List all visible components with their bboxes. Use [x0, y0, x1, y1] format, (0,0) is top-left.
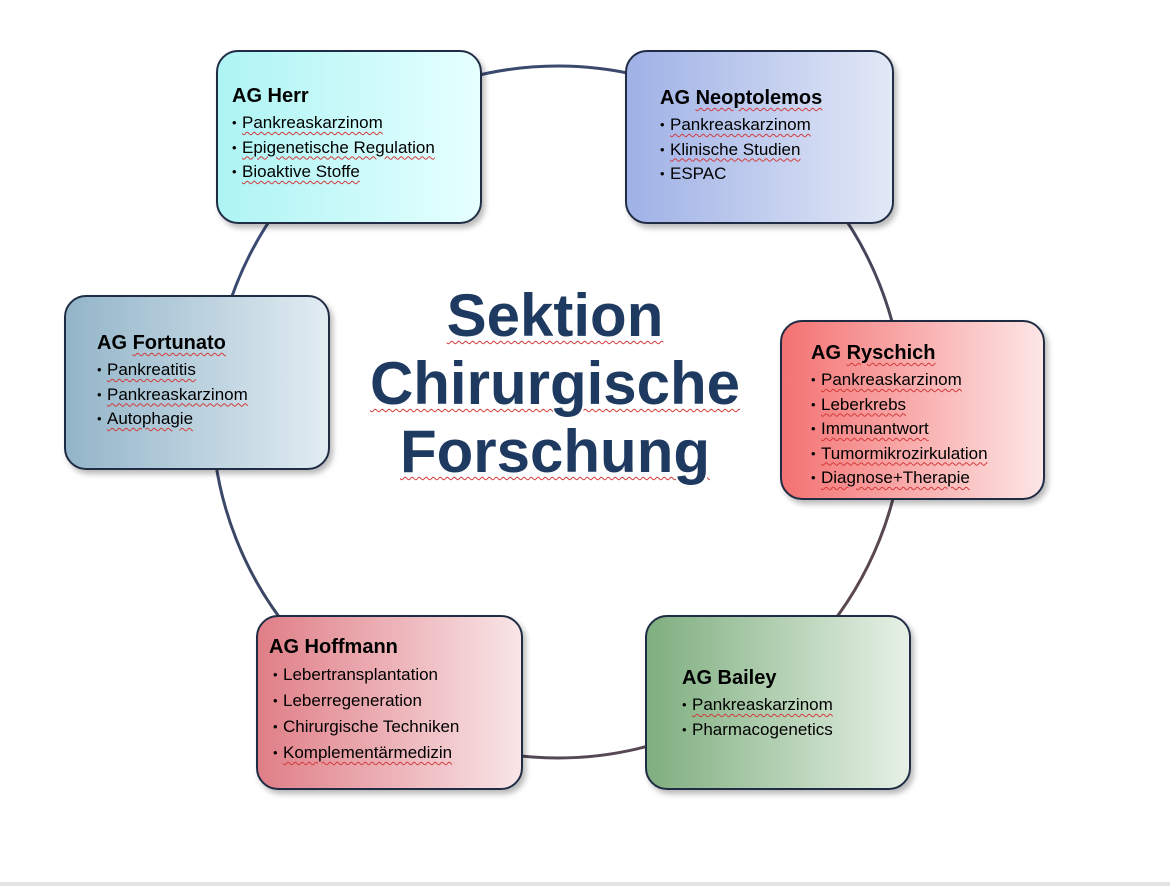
topic-item: •Leberregeneration — [273, 688, 521, 714]
bullet-icon: • — [97, 386, 102, 402]
group-name: AG Herr — [232, 85, 309, 107]
topic-item: •Epigenetische Regulation — [232, 136, 480, 161]
bullet-icon: • — [273, 719, 278, 734]
topic-list: •Lebertransplantation •Leberregeneration… — [269, 662, 521, 766]
topic-list: •Pankreaskarzinom •Klinische Studien •ES… — [660, 113, 892, 187]
group-name: AG Fortunato — [97, 332, 226, 354]
bullet-icon: • — [811, 421, 816, 436]
topic-item: •Pankreaskarzinom — [660, 113, 892, 138]
topic-item: •Leberkrebs — [811, 393, 1043, 418]
topic-item: •Klinische Studien — [660, 138, 892, 163]
bottom-divider — [0, 882, 1170, 886]
bullet-icon: • — [660, 141, 665, 157]
topic-item: •Diagnose+Therapie — [811, 466, 1043, 491]
bullet-icon: • — [682, 697, 687, 712]
group-name: AG Neoptolemos — [660, 87, 823, 109]
topic-item: •Immunantwort — [811, 417, 1043, 442]
topic-list: •Pankreatitis •Pankreaskarzinom •Autopha… — [97, 358, 328, 432]
topic-item: •Pankreaskarzinom — [811, 368, 1043, 393]
group-box-bailey: AG Bailey •Pankreaskarzinom •Pharmacogen… — [645, 615, 911, 790]
bullet-icon: • — [97, 411, 102, 426]
bullet-icon: • — [682, 721, 687, 737]
bullet-icon: • — [232, 164, 237, 179]
bullet-icon: • — [660, 166, 665, 181]
bullet-icon: • — [660, 117, 665, 132]
title-line-3: Forschung — [400, 418, 710, 485]
topic-item: •Pankreaskarzinom — [97, 383, 328, 408]
bullet-icon: • — [273, 667, 278, 682]
topic-item: •Pankreaskarzinom — [682, 693, 909, 718]
topic-list: •Pankreaskarzinom •Pharmacogenetics — [682, 693, 909, 742]
group-name-text: Ryschich — [846, 342, 936, 364]
topic-item: •ESPAC — [660, 162, 892, 187]
group-name-text: Fortunato — [132, 332, 226, 354]
bullet-icon: • — [232, 115, 237, 130]
group-box-fortunato: AG Fortunato •Pankreatitis •Pankreaskarz… — [64, 295, 330, 470]
group-name: AG Bailey — [682, 667, 777, 689]
topic-item: •Chirurgische Techniken — [273, 714, 521, 740]
group-name: AG Ryschich — [811, 342, 936, 364]
title-line-2: Chirurgische — [369, 350, 741, 417]
diagram-title: Sektion Chirurgische Forschung — [330, 282, 780, 486]
group-name: AG Hoffmann — [269, 636, 398, 658]
bullet-icon: • — [811, 372, 816, 387]
topic-item: •Autophagie — [97, 407, 328, 432]
topic-list: •Pankreaskarzinom •Epigenetische Regulat… — [232, 111, 480, 185]
bullet-icon: • — [811, 445, 816, 461]
title-line-1: Sektion — [446, 282, 664, 349]
topic-item: •Pankreaskarzinom — [232, 111, 480, 136]
group-name-text: Neoptolemos — [695, 87, 823, 109]
group-box-hoffmann: AG Hoffmann •Lebertransplantation •Leber… — [256, 615, 523, 790]
group-box-herr: AG Herr •Pankreaskarzinom •Epigenetische… — [216, 50, 482, 224]
group-box-ryschich: AG Ryschich •Pankreaskarzinom •Leberkreb… — [780, 320, 1045, 500]
bullet-icon: • — [97, 362, 102, 377]
topic-item: •Bioaktive Stoffe — [232, 160, 480, 185]
bullet-icon: • — [232, 139, 237, 155]
topic-item: •Pharmacogenetics — [682, 718, 909, 743]
topic-item: •Komplementärmedizin — [273, 740, 521, 766]
topic-item: •Tumormikrozirkulation — [811, 442, 1043, 467]
bullet-icon: • — [273, 745, 278, 760]
topic-item: •Lebertransplantation — [273, 662, 521, 688]
bullet-icon: • — [811, 396, 816, 412]
topic-item: •Pankreatitis — [97, 358, 328, 383]
group-box-neoptolemos: AG Neoptolemos •Pankreaskarzinom •Klinis… — [625, 50, 894, 224]
topic-list: •Pankreaskarzinom •Leberkrebs •Immunantw… — [811, 368, 1043, 491]
bullet-icon: • — [273, 693, 278, 708]
bullet-icon: • — [811, 470, 816, 485]
